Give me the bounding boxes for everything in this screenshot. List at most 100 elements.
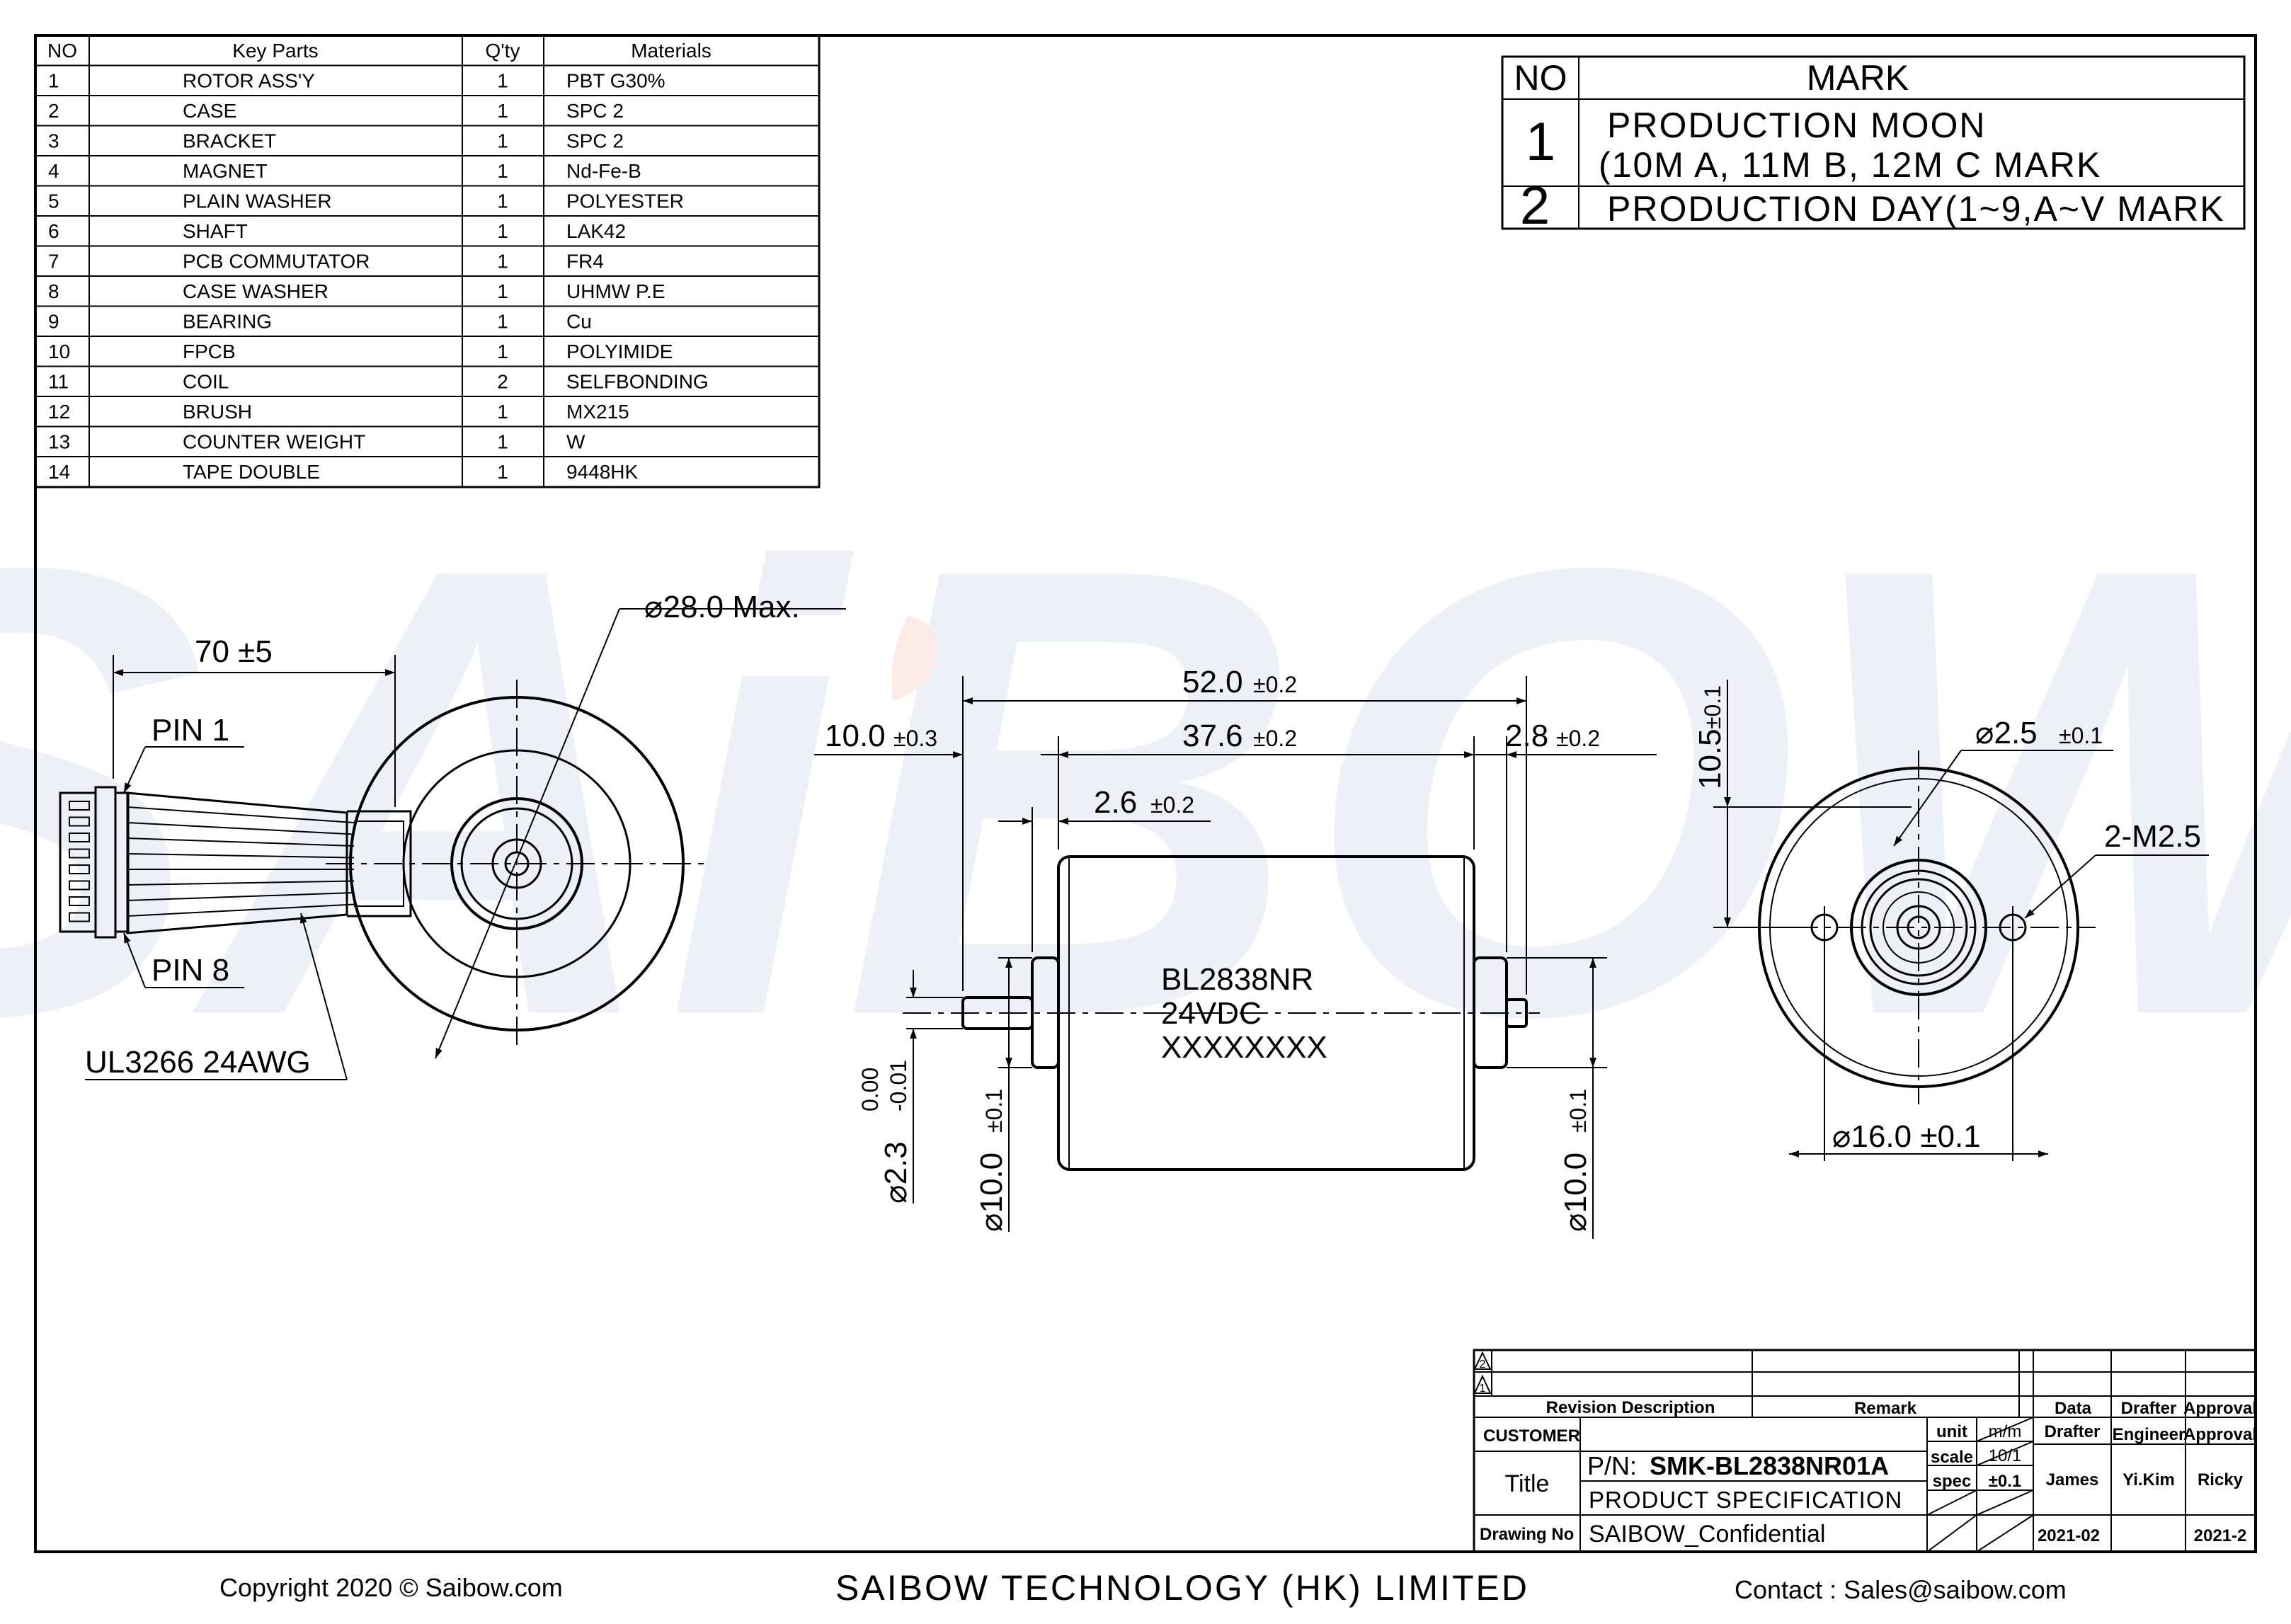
dim-overall-tol: ±0.2 bbox=[1253, 672, 1297, 697]
parts-cell-qty: 1 bbox=[497, 100, 508, 122]
watermark: SAiBOW bbox=[0, 435, 2291, 1148]
cable-conductor bbox=[127, 903, 355, 917]
watermark-text: SAiBOW bbox=[0, 435, 2291, 1148]
parts-cell-key-part: BRUSH bbox=[183, 401, 252, 423]
parts-cell-material: POLYESTER bbox=[566, 190, 684, 212]
dim-boss-length-tol: ±0.2 bbox=[1150, 792, 1194, 818]
parts-header-qty: Q'ty bbox=[486, 40, 520, 62]
parts-cell-qty: 1 bbox=[497, 341, 508, 362]
parts-cell-key-part: MAGNET bbox=[183, 160, 268, 182]
parts-cell-no: 13 bbox=[48, 431, 70, 453]
tb-date-drafter: 2021-02 bbox=[2038, 1526, 2100, 1545]
parts-cell-no: 8 bbox=[48, 280, 59, 302]
parts-cell-material: POLYIMIDE bbox=[566, 341, 673, 362]
footer-copyright: Copyright 2020 © Saibow.com bbox=[219, 1573, 563, 1602]
parts-cell-key-part: PCB COMMUTATOR bbox=[183, 251, 370, 273]
tb-col-remark: Remark bbox=[1854, 1399, 1917, 1418]
parts-cell-no: 3 bbox=[48, 130, 59, 152]
tb-col-revision: Revision Description bbox=[1546, 1398, 1715, 1417]
dim-pcd-label: ⌀16.0 ±0.1 bbox=[1832, 1119, 1981, 1154]
tb-spec-label: spec bbox=[1933, 1472, 1972, 1491]
cable-conductor bbox=[127, 892, 355, 901]
parts-cell-material: MX215 bbox=[566, 401, 629, 423]
dim-shaft-dia-value: ⌀2.3 bbox=[879, 1141, 913, 1203]
parts-cell-qty: 1 bbox=[497, 190, 508, 212]
end-view: ⌀16.0 ±0.1 10.5 ±0.1 ⌀2.5 ±0.1 2-M2.5 bbox=[1693, 680, 2209, 1161]
connector-pin bbox=[69, 912, 90, 922]
rev-mark-2: 2 bbox=[1480, 1359, 1486, 1371]
title-block: 2 1 Revision Description Remark Data Dra… bbox=[1473, 1349, 2257, 1553]
parts-header-materials: Materials bbox=[631, 40, 712, 62]
tb-product-spec: PRODUCT SPECIFICATION bbox=[1589, 1487, 1902, 1513]
mark-row2-line1: PRODUCTION DAY(1~9,A~V MARK bbox=[1607, 189, 2225, 229]
left-view: ⌀28.0 Max. 70 ±5 PIN 1 PIN 8 UL3266 24AW… bbox=[59, 590, 846, 1080]
parts-cell-no: 14 bbox=[48, 461, 70, 483]
parts-cell-material: W bbox=[566, 431, 585, 453]
tb-spec-value: ±0.1 bbox=[1989, 1472, 2022, 1491]
dim-hole-dia-value: ⌀2.5 bbox=[1975, 716, 2038, 750]
parts-cell-key-part: BRACKET bbox=[183, 130, 276, 152]
parts-cell-material: 9448HK bbox=[566, 461, 639, 483]
connector-pin bbox=[69, 864, 90, 874]
parts-cell-material: Nd-Fe-B bbox=[566, 160, 641, 182]
dim-rear-boss-dia-value: ⌀10.0 bbox=[1558, 1153, 1593, 1232]
side-view: BL2838NR 24VDC XXXXXXXX 52.0 ±0.2 37.6 ±… bbox=[814, 665, 1657, 1239]
parts-cell-qty: 1 bbox=[497, 461, 508, 483]
parts-cell-no: 5 bbox=[48, 190, 59, 212]
tb-col-drafter: Drafter bbox=[2121, 1399, 2177, 1418]
parts-cell-key-part: COUNTER WEIGHT bbox=[183, 431, 365, 453]
parts-cell-no: 7 bbox=[48, 251, 59, 273]
tb-engineer-label: Engineer bbox=[2113, 1425, 2186, 1444]
parts-cell-material: FR4 bbox=[566, 251, 604, 273]
connector-pin bbox=[69, 848, 90, 859]
parts-cell-key-part: FPCB bbox=[183, 341, 236, 362]
parts-header-no: NO bbox=[47, 40, 77, 62]
parts-cell-material: PBT G30% bbox=[566, 70, 665, 92]
parts-cell-no: 2 bbox=[48, 100, 59, 122]
parts-cell-key-part: ROTOR ASS'Y bbox=[183, 70, 315, 92]
tb-pn-value: SMK-BL2838NR01A bbox=[1650, 1451, 1889, 1480]
dim-body-tol: ±0.2 bbox=[1253, 726, 1297, 751]
mark-row1-line2: (10M A, 11M B, 12M C MARK bbox=[1599, 145, 2101, 185]
parts-cell-key-part: TAPE DOUBLE bbox=[183, 461, 320, 483]
connector-pin bbox=[69, 896, 90, 906]
sheet-border bbox=[34, 34, 2257, 1553]
cable-conductor bbox=[127, 837, 355, 847]
parts-cell-no: 4 bbox=[48, 160, 59, 182]
parts-cell-no: 11 bbox=[48, 371, 69, 393]
cable-conductor bbox=[127, 853, 355, 859]
dim-boss-length-value: 2.6 bbox=[1094, 785, 1137, 820]
body-label-voltage: 24VDC bbox=[1161, 996, 1262, 1031]
parts-cell-qty: 1 bbox=[497, 311, 508, 333]
pin8-label: PIN 8 bbox=[152, 953, 229, 988]
parts-cell-qty: 1 bbox=[497, 70, 508, 92]
parts-cell-qty: 2 bbox=[497, 371, 508, 393]
parts-cell-qty: 1 bbox=[497, 220, 508, 242]
watermark-accent bbox=[891, 616, 936, 701]
parts-cell-no: 9 bbox=[48, 311, 59, 333]
parts-cell-no: 12 bbox=[48, 401, 70, 423]
parts-cell-key-part: BEARING bbox=[183, 311, 272, 333]
parts-cell-qty: 1 bbox=[497, 431, 508, 453]
parts-cell-material: SPC 2 bbox=[566, 100, 624, 122]
tb-unit-label: unit bbox=[1936, 1422, 1967, 1441]
mark-row1-no: 1 bbox=[1526, 112, 1555, 172]
footer-contact: Contact : Sales@saibow.com bbox=[1735, 1575, 2067, 1604]
parts-cell-qty: 1 bbox=[497, 130, 508, 152]
parts-cell-key-part: CASE bbox=[183, 100, 236, 122]
tb-engineer-name: Yi.Kim bbox=[2123, 1470, 2175, 1489]
dim-hole-dia-tol: ±0.1 bbox=[2059, 723, 2103, 748]
parts-cell-qty: 1 bbox=[497, 251, 508, 273]
parts-cell-key-part: COIL bbox=[183, 371, 229, 393]
parts-cell-qty: 1 bbox=[497, 160, 508, 182]
parts-cell-no: 1 bbox=[48, 70, 59, 92]
parts-cell-key-part: SHAFT bbox=[183, 220, 248, 242]
lead-length-label: 70 ±5 bbox=[195, 634, 273, 669]
connector-pin bbox=[69, 833, 90, 842]
dim-overall-value: 52.0 bbox=[1182, 665, 1243, 699]
dim-front-shaft-tol: ±0.3 bbox=[893, 726, 937, 751]
mark-header-no: NO bbox=[1514, 58, 1567, 98]
tb-scale-label: scale bbox=[1931, 1448, 1973, 1467]
footer: Copyright 2020 © Saibow.com SAIBOW TECHN… bbox=[219, 1568, 2067, 1608]
